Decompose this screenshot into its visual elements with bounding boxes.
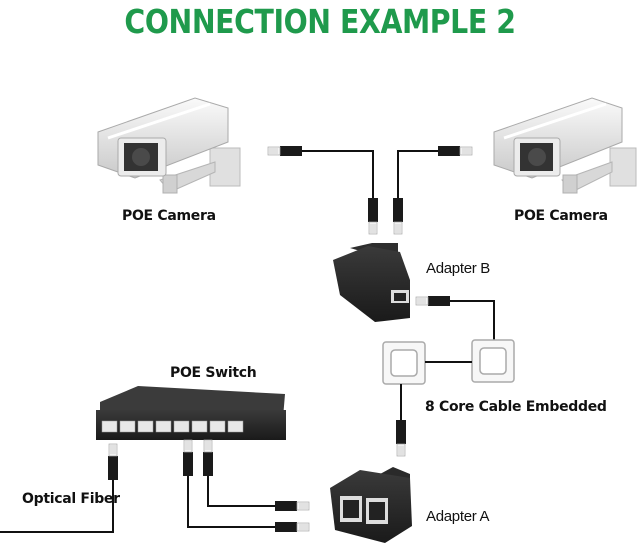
rj45-plug-icon: [274, 500, 310, 512]
label-poe-switch: POE Switch: [170, 365, 257, 381]
poe-camera-left-icon: [97, 97, 241, 194]
optical-fiber-cable: [0, 480, 114, 533]
cable: [207, 476, 275, 507]
label-optical-fiber: Optical Fiber: [22, 491, 120, 507]
cable: [187, 476, 275, 528]
label-adapter-a: Adapter A: [426, 508, 490, 525]
rj45-plug-icon: [274, 521, 310, 533]
wall-box-right-icon: [471, 339, 515, 383]
adapter-a-icon: [330, 467, 412, 543]
poe-switch-icon: [96, 386, 286, 440]
rj45-plug-icon: [107, 443, 119, 481]
rj45-plug-icon: [202, 439, 214, 477]
rj45-plug-icon: [267, 145, 303, 157]
adapter-b-icon: [333, 243, 410, 322]
label-poe-camera-right: POE Camera: [514, 208, 608, 224]
label-adapter-b: Adapter B: [426, 260, 491, 277]
cable: [450, 300, 495, 340]
poe-camera-right-icon: [493, 97, 637, 194]
rj45-plug-icon: [395, 419, 407, 457]
rj45-plug-icon: [437, 145, 473, 157]
rj45-plug-icon: [182, 439, 194, 477]
rj45-plug-icon: [367, 197, 379, 235]
rj45-plug-icon: [415, 295, 451, 307]
wall-box-left-icon: [382, 341, 426, 385]
rj45-plug-icon: [392, 197, 404, 235]
camera-cables: [302, 150, 438, 198]
label-poe-camera-left: POE Camera: [122, 208, 216, 224]
diagram-title: CONNECTION EXAMPLE 2: [124, 2, 516, 41]
label-8-core-cable: 8 Core Cable Embedded: [425, 399, 607, 415]
